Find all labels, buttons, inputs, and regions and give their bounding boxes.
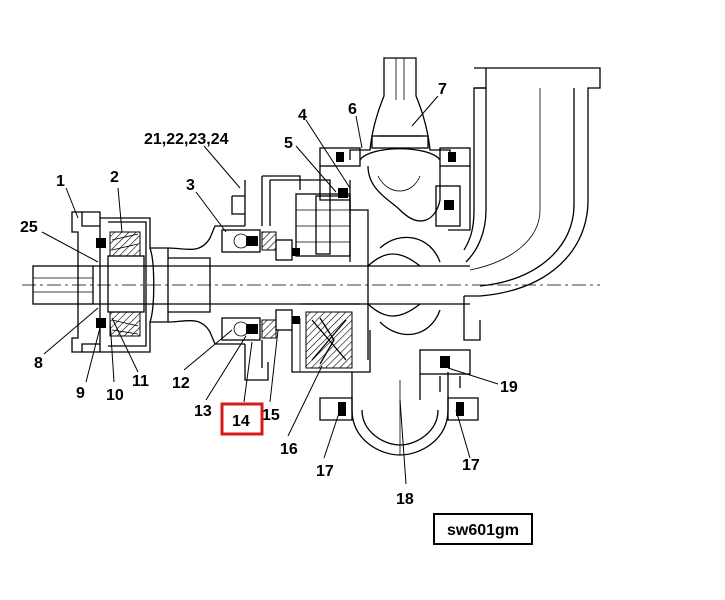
part-label-21-24: 21,22,23,24 — [144, 131, 229, 148]
part-label-9: 9 — [76, 385, 85, 402]
part-label-8: 8 — [34, 355, 43, 372]
part-label-15: 15 — [262, 407, 280, 424]
part-label-14: 14 — [232, 413, 250, 430]
part-label-25: 25 — [20, 219, 38, 236]
part-label-18: 18 — [396, 491, 414, 508]
part-label-7: 7 — [438, 81, 447, 98]
part-label-2: 2 — [110, 169, 119, 186]
leader-lines — [41, 95, 499, 485]
part-label-16: 16 — [280, 441, 298, 458]
drawing-code-box: sw601gm — [433, 513, 533, 545]
part-label-13: 13 — [194, 403, 212, 420]
part-label-3: 3 — [186, 177, 195, 194]
part-labels: 1 2 3 21,22,23,24 4 5 6 7 25 8 9 10 11 1… — [20, 81, 518, 508]
part-label-10: 10 — [106, 387, 124, 404]
highlight-box-part-14 — [220, 402, 264, 436]
part-label-12: 12 — [172, 375, 190, 392]
part-label-6: 6 — [348, 101, 357, 118]
part-label-5: 5 — [284, 135, 293, 152]
part-label-17-left: 17 — [316, 463, 334, 480]
part-label-17-right: 17 — [462, 457, 480, 474]
part-label-1: 1 — [56, 173, 65, 190]
drawing-code: sw601gm — [447, 522, 519, 539]
part-label-11: 11 — [132, 373, 149, 390]
pump-drawing — [22, 57, 601, 456]
part-label-19: 19 — [500, 379, 518, 396]
part-label-4: 4 — [298, 107, 307, 124]
